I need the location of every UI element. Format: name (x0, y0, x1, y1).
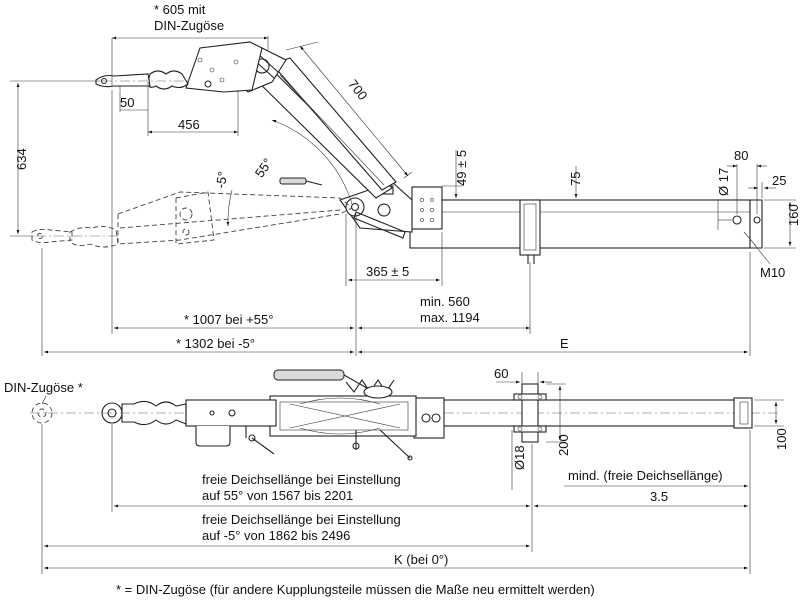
top-view: DIN-Zugöse * 60 Ø18 200 100 mind. (4, 366, 789, 574)
dim-75-label: 75 (568, 172, 583, 186)
dim-60-label: 60 (494, 366, 508, 381)
pivot-head-side (339, 181, 413, 239)
dim-456-label: 456 (178, 117, 200, 132)
free-length-55-line1: freie Deichsellänge bei Einstellung (202, 472, 401, 487)
value-3-5-label: 3.5 (650, 489, 668, 504)
coupling-eye-top (31, 400, 187, 426)
dim-634-label: 634 (14, 148, 29, 170)
dim-25-label: 25 (772, 173, 786, 188)
dim-min-560-label: min. 560 (420, 294, 470, 309)
dim-200-label: 200 (556, 434, 571, 456)
label-m10: M10 (760, 265, 785, 280)
free-length-minus5-line2: auf -5° von 1862 bis 2496 (202, 528, 350, 543)
footnote: * = DIN-Zugöse (für andere Kupplungsteil… (116, 582, 595, 597)
drawbar-lowered-minus5 (31, 191, 353, 248)
dim-d17-label: Ø 17 (716, 168, 731, 196)
din-note-line2: DIN-Zugöse (154, 18, 224, 33)
dim-k-label: K (bei 0°) (394, 552, 448, 567)
mounting-plate-top (413, 397, 445, 439)
main-tube-top (30, 397, 780, 429)
lever-spring-top (273, 369, 395, 399)
dim-80-label: 80 (734, 148, 748, 163)
din-zugoese-top-label: DIN-Zugöse * (4, 380, 83, 395)
dim-49-label: 49 ± 5 (454, 150, 469, 186)
din-note-line1: * 605 mit (154, 2, 206, 17)
head-assembly-top (185, 395, 417, 461)
dim-700-label: 700 (345, 77, 370, 103)
dim-365-label: 365 ± 5 (366, 264, 409, 279)
dim-50-label: 50 (120, 95, 134, 110)
side-view: * 605 mit DIN-Zugöse 50 456 700 634 55° (10, 2, 800, 356)
dim-max-1194-label: max. 1194 (420, 310, 480, 325)
handle-side (279, 177, 323, 186)
dimensions-side-view: * 605 mit DIN-Zugöse 50 456 700 634 55° (10, 2, 800, 356)
tube-clamp-side (519, 199, 541, 264)
free-length-55-line2: auf 55° von 1567 bis 2201 (202, 488, 353, 503)
dim-100-label: 100 (774, 428, 789, 450)
dimensions-top-view: DIN-Zugöse * 60 Ø18 200 100 mind. (4, 366, 789, 574)
dim-1007-label: * 1007 bei +55° (184, 312, 273, 327)
drawbar-raised-55 (95, 41, 397, 199)
free-length-minus5-line1: freie Deichsellänge bei Einstellung (202, 512, 401, 527)
dim-d18-label: Ø18 (512, 445, 527, 470)
main-tube-side (409, 199, 763, 249)
angle-minus5-label: -5° (213, 170, 231, 189)
mounting-plate-side (411, 186, 443, 230)
angle-55-label: 55° (252, 156, 276, 181)
dim-160-label: 160 (786, 204, 800, 226)
dim-1302-label: * 1302 bei -5° (176, 336, 255, 351)
dim-e-label: E (560, 336, 569, 351)
tube-clamp-top (513, 383, 547, 443)
mind-freie-deichsellaenge-label: mind. (freie Deichsellänge) (568, 468, 723, 483)
